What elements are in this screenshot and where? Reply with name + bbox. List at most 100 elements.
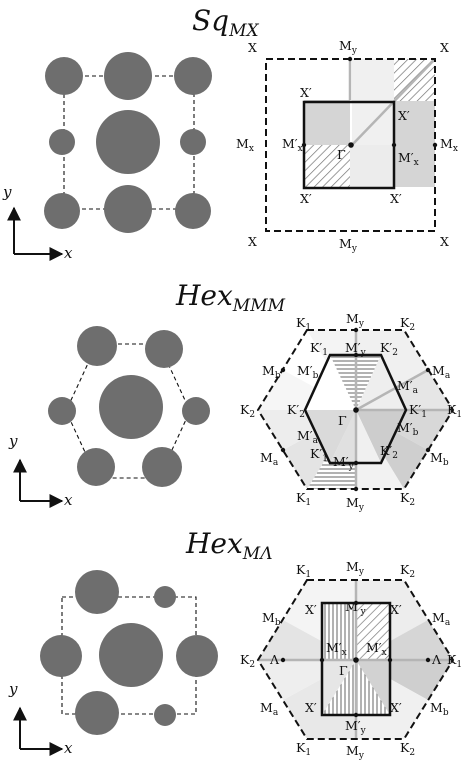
label-K2p: K′2 bbox=[287, 402, 305, 420]
label-K2: K2 bbox=[400, 740, 415, 758]
atom-large bbox=[96, 110, 160, 174]
label-Mb: Mb bbox=[262, 610, 281, 628]
atom-small bbox=[174, 57, 212, 95]
label-Ma: Ma bbox=[260, 700, 279, 718]
panel-hex-mmm: HexMMM y x bbox=[8, 279, 462, 513]
label-Mbp: M′b bbox=[397, 420, 419, 438]
label-Gamma: Γ bbox=[339, 663, 348, 678]
label-Map: M′a bbox=[297, 428, 319, 446]
label-K2: K2 bbox=[400, 562, 415, 580]
label-Mxp: M′x bbox=[398, 150, 419, 168]
label-Xp: X′ bbox=[390, 191, 402, 206]
label-Myp: M′y bbox=[345, 599, 367, 617]
brillouin-zone-square: X X X X My My Mx Mx X′ X′ X′ X′ M′x M′x … bbox=[236, 38, 458, 254]
atom-large bbox=[99, 375, 163, 439]
label-Xp: X′ bbox=[300, 85, 312, 100]
label-K2p: K′2 bbox=[380, 443, 398, 461]
axes-hex-ml: y x bbox=[8, 680, 73, 757]
label-X: X bbox=[440, 40, 449, 55]
label-Xp: X′ bbox=[305, 700, 317, 715]
real-space-lattice-hex-mmm bbox=[48, 326, 210, 487]
title-hex-mmm: HexMMM bbox=[175, 279, 286, 316]
label-Mbp: M′b bbox=[297, 363, 319, 381]
label-Mb: Mb bbox=[430, 700, 449, 718]
label-K2: K2 bbox=[240, 652, 255, 670]
atom-tiny bbox=[49, 129, 75, 155]
label-K2: K2 bbox=[400, 490, 415, 508]
atom-medium bbox=[75, 691, 119, 735]
label-Xp: X′ bbox=[305, 602, 317, 617]
atom-medium bbox=[145, 330, 183, 368]
atom-medium bbox=[104, 52, 152, 100]
real-space-lattice-hex-ml bbox=[40, 570, 218, 735]
label-Myp: M′y bbox=[345, 718, 367, 736]
label-K2: K2 bbox=[240, 402, 255, 420]
label-My: My bbox=[346, 559, 365, 577]
label-Xp: X′ bbox=[390, 700, 402, 715]
label-X: X bbox=[248, 40, 257, 55]
label-K1p: K′1 bbox=[409, 402, 427, 420]
label-Xp: X′ bbox=[398, 108, 410, 123]
inner-zone bbox=[303, 353, 408, 465]
label-My: My bbox=[339, 38, 358, 56]
atom-medium bbox=[104, 185, 152, 233]
label-My: My bbox=[346, 311, 365, 329]
atom-medium bbox=[40, 635, 82, 677]
axis-x-label: x bbox=[64, 491, 73, 509]
atom-small bbox=[45, 57, 83, 95]
atom-tiny bbox=[154, 704, 176, 726]
label-K1p: K′1 bbox=[310, 446, 328, 464]
axis-x-label: x bbox=[64, 244, 73, 262]
axis-y-label: y bbox=[8, 432, 18, 450]
atom-medium bbox=[77, 448, 115, 486]
axis-y-label: y bbox=[2, 183, 12, 201]
label-Mb: Mb bbox=[262, 363, 281, 381]
label-Ma: Ma bbox=[260, 450, 279, 468]
atom-tiny bbox=[180, 129, 206, 155]
atom-small bbox=[175, 193, 211, 229]
label-Gamma: Γ bbox=[337, 147, 346, 162]
atom-small bbox=[44, 193, 80, 229]
label-Myp: M′y bbox=[333, 454, 355, 472]
label-K1p: K′1 bbox=[310, 340, 328, 358]
label-Mxp: M′x bbox=[326, 640, 347, 658]
label-K1: K1 bbox=[447, 652, 462, 670]
title-hex-ml: HexMΛ bbox=[185, 527, 272, 564]
axis-x-label: x bbox=[64, 739, 73, 757]
panel-square: SqMX y x bbox=[2, 4, 458, 262]
label-K2p: K′2 bbox=[380, 340, 398, 358]
label-K2: K2 bbox=[400, 315, 415, 333]
label-Mx: Mx bbox=[440, 136, 458, 154]
atom-medium bbox=[142, 447, 182, 487]
outer-zone bbox=[256, 579, 455, 740]
label-Ma: Ma bbox=[432, 363, 451, 381]
label-Mxp: M′x bbox=[282, 136, 303, 154]
label-My: My bbox=[346, 495, 365, 513]
label-Myp: M′y bbox=[345, 340, 367, 358]
label-K1: K1 bbox=[296, 490, 311, 508]
title-square: SqMX bbox=[192, 4, 260, 41]
label-K1: K1 bbox=[296, 562, 311, 580]
label-Map: M′a bbox=[397, 378, 419, 396]
label-Xp: X′ bbox=[390, 602, 402, 617]
label-X: X bbox=[440, 234, 449, 249]
label-X: X bbox=[248, 234, 257, 249]
axes-square: y x bbox=[2, 183, 73, 262]
label-K1: K1 bbox=[296, 315, 311, 333]
atom-medium bbox=[75, 570, 119, 614]
label-Xp: X′ bbox=[300, 191, 312, 206]
label-My: My bbox=[339, 236, 358, 254]
label-Lambda: Λ bbox=[269, 652, 280, 667]
atom-tiny bbox=[182, 397, 210, 425]
label-Gamma: Γ bbox=[338, 413, 347, 428]
label-My: My bbox=[346, 743, 365, 760]
atom-medium bbox=[176, 635, 218, 677]
atom-medium bbox=[77, 326, 117, 366]
atom-tiny bbox=[154, 586, 176, 608]
label-Mb: Mb bbox=[430, 450, 449, 468]
brillouin-zone-hex-ml: K1 My K2 Mb Ma K2 K1 Ma Mb K1 My K2 X′ X… bbox=[240, 559, 462, 760]
label-Lambda: Λ bbox=[431, 652, 442, 667]
label-Mx: Mx bbox=[236, 136, 254, 154]
brillouin-zone-hex-mmm: K1 My K2 Mb Ma K2 K1 Ma Mb K1 My K2 K′1 … bbox=[240, 311, 462, 513]
